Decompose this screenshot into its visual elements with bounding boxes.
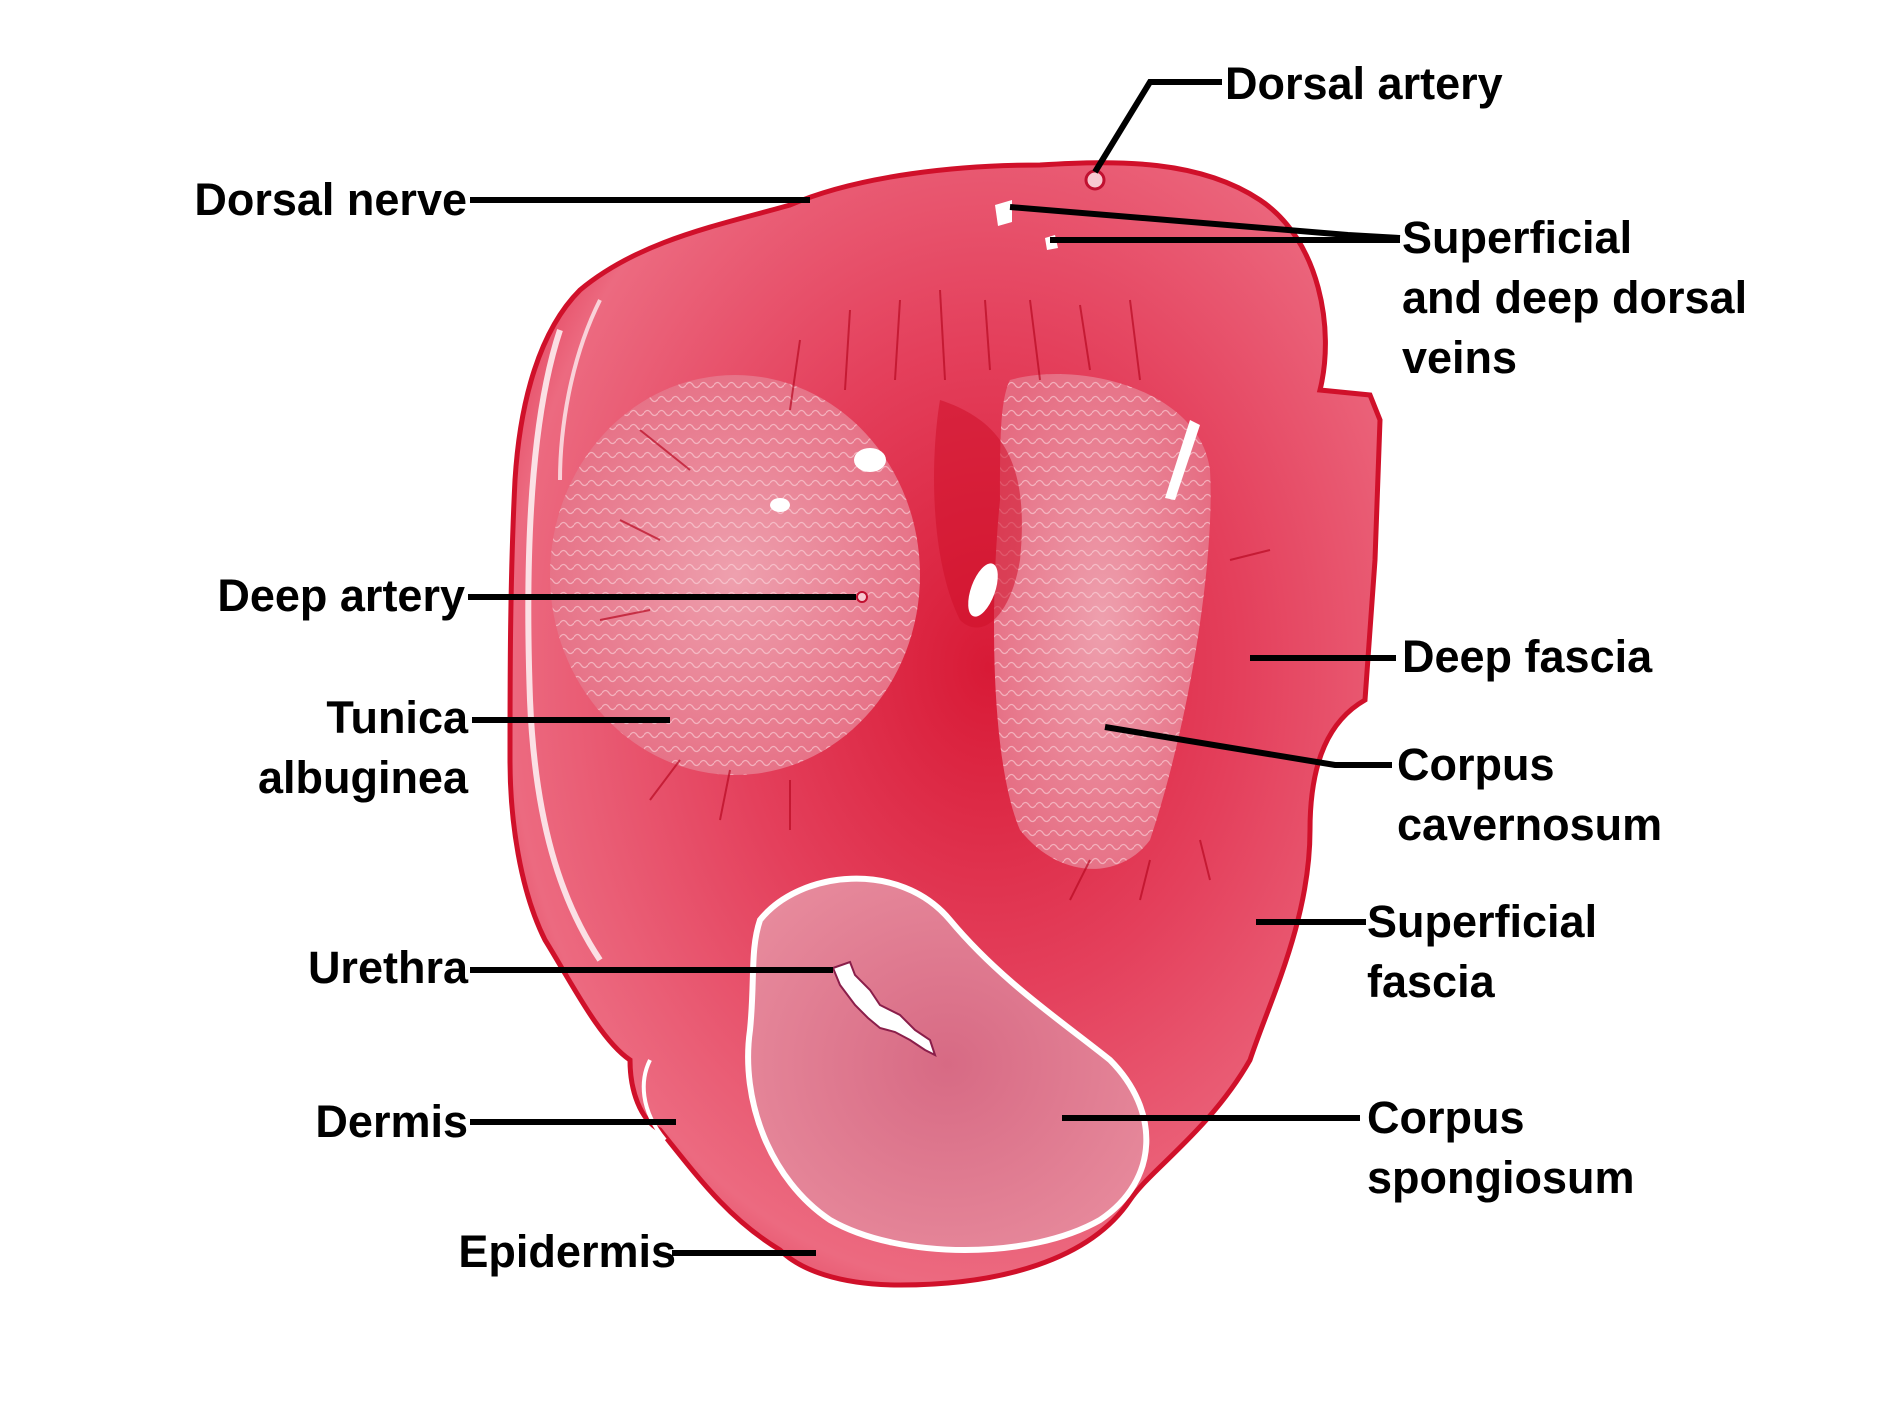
- label-dorsal-artery: Dorsal artery: [1225, 58, 1503, 109]
- label-tunica-albuginea: Tunica albuginea: [257, 692, 468, 803]
- label-urethra: Urethra: [307, 942, 468, 993]
- leader-lines: [468, 79, 1401, 1256]
- label-corpus-cavernosum: Corpus cavernosum: [1397, 739, 1663, 850]
- label-deep-artery: Deep artery: [217, 570, 465, 621]
- label-superficial-fascia: Superficial fascia: [1367, 896, 1598, 1007]
- label-dermis: Dermis: [315, 1096, 468, 1147]
- label-dorsal-nerve: Dorsal nerve: [194, 174, 467, 225]
- label-corpus-spongiosum: Corpus spongiosum: [1367, 1092, 1635, 1203]
- label-deep-fascia: Deep fascia: [1402, 631, 1653, 682]
- label-epidermis: Epidermis: [458, 1226, 676, 1277]
- label-dorsal-veins: Superficial and deep dorsal veins: [1402, 212, 1748, 383]
